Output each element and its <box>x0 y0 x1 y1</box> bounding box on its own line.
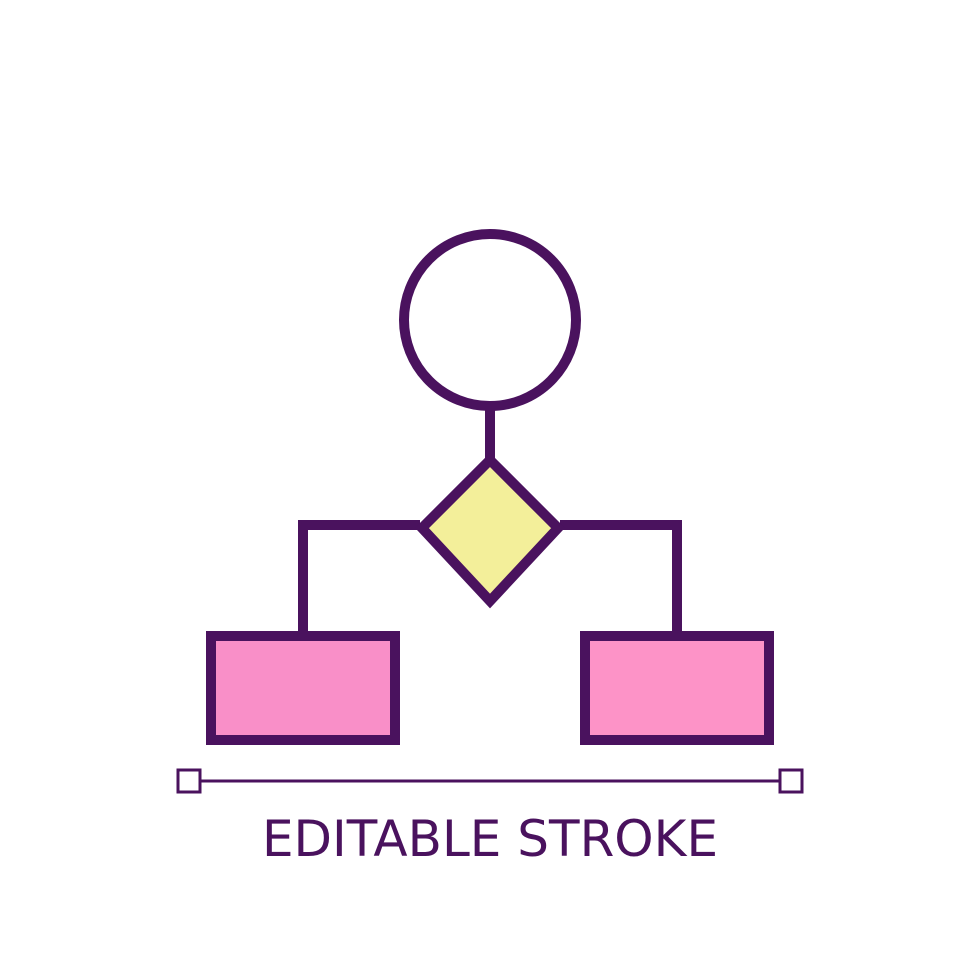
decision-diamond <box>415 452 565 609</box>
editable-stroke-caption: EDITABLE STROKE <box>261 810 719 868</box>
left-process-box <box>206 631 400 745</box>
connector-right-branch <box>560 520 682 636</box>
right-process-box <box>580 631 774 745</box>
stroke-ruler-left-handle <box>176 768 202 794</box>
stroke-ruler-right-handle <box>778 768 804 794</box>
start-circle <box>399 229 581 411</box>
connector-left-branch <box>298 520 420 636</box>
